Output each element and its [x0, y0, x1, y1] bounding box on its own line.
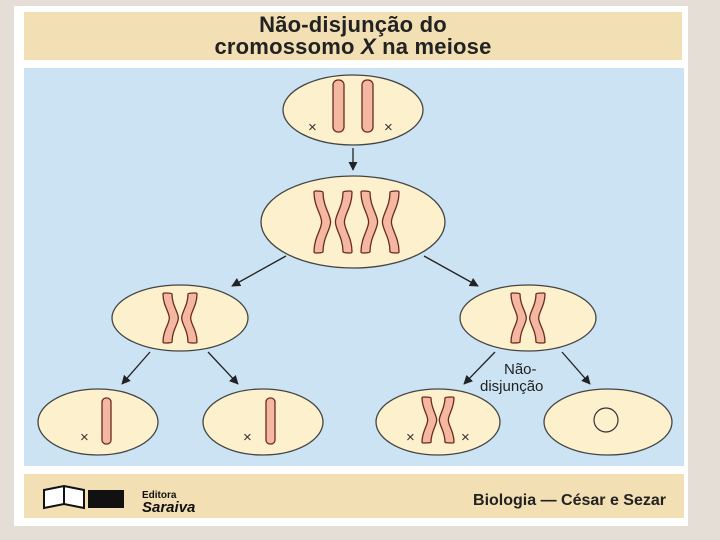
sister-chromatid	[162, 292, 179, 344]
x-markers: × × × × × ×	[80, 119, 470, 446]
arrow-to-right-secondary	[423, 255, 479, 287]
empty-nucleus	[593, 407, 619, 433]
title-line-1: Não-disjunção do	[259, 12, 447, 37]
sister-chromatid	[529, 292, 546, 344]
title-banner: Não-disjunção do cromossomo X na meiose	[24, 12, 682, 60]
sister-chromatid	[438, 396, 455, 444]
x-marker: ×	[80, 429, 89, 446]
title-line-2a: cromossomo	[214, 34, 361, 59]
cell-meiosis-1	[260, 175, 446, 269]
x-marker: ×	[308, 119, 317, 136]
arrow-to-gamete-1	[121, 351, 151, 385]
chromosomes	[101, 79, 619, 445]
cell-gamete-3	[375, 388, 501, 456]
arrow-to-gamete-3	[463, 351, 496, 385]
sister-chromatid	[313, 190, 332, 254]
x-marker: ×	[461, 429, 470, 446]
sister-chromatid	[510, 292, 527, 344]
title-line-2b: na meiose	[375, 34, 492, 59]
arrow-to-gamete-2	[207, 351, 239, 385]
sister-chromatid	[421, 396, 438, 444]
title-line-2: cromossomo X na meiose	[214, 36, 491, 58]
x-marker: ×	[243, 429, 252, 446]
chromosome-duplicated	[510, 292, 546, 344]
x-marker: ×	[406, 429, 415, 446]
chromosome-duplicated	[162, 292, 198, 344]
arrows	[121, 148, 591, 385]
chromosome-single	[101, 397, 112, 445]
sister-chromatid	[181, 292, 198, 344]
cells	[37, 74, 673, 456]
chromosome-single	[332, 79, 345, 133]
sister-chromatid	[334, 190, 353, 254]
cell-gamete-1	[37, 388, 159, 456]
chromosome-duplicated	[421, 396, 455, 444]
sister-chromatid	[381, 190, 400, 254]
arrow-to-left-secondary	[231, 255, 287, 287]
x-marker: ×	[384, 119, 393, 136]
cell-left-secondary	[111, 284, 249, 352]
nondisjunction-label-line1: Não-	[504, 361, 537, 378]
cell-right-secondary	[459, 284, 597, 352]
cell-parent	[282, 74, 424, 146]
publisher-name-line1: Editora	[142, 490, 177, 501]
publisher-name-line2: Saraiva	[142, 499, 196, 516]
book-icon	[43, 484, 124, 510]
chromosome-single	[265, 397, 276, 445]
sister-chromatid	[360, 190, 379, 254]
title-x-symbol: X	[360, 34, 376, 59]
nondisjunction-label-line2: disjunção	[480, 378, 543, 395]
book-credit: Biologia — César e Sezar	[473, 492, 666, 509]
chromosome-duplicated	[313, 190, 353, 254]
publisher-logo: Editora Saraiva	[40, 482, 230, 516]
chromosome-duplicated	[360, 190, 400, 254]
footer-bar: Editora Saraiva Biologia — César e Sezar	[24, 474, 684, 518]
cell-gamete-4	[543, 388, 673, 456]
chromosome-single	[361, 79, 374, 133]
arrow-to-gamete-4	[561, 351, 591, 385]
cell-gamete-2	[202, 388, 324, 456]
